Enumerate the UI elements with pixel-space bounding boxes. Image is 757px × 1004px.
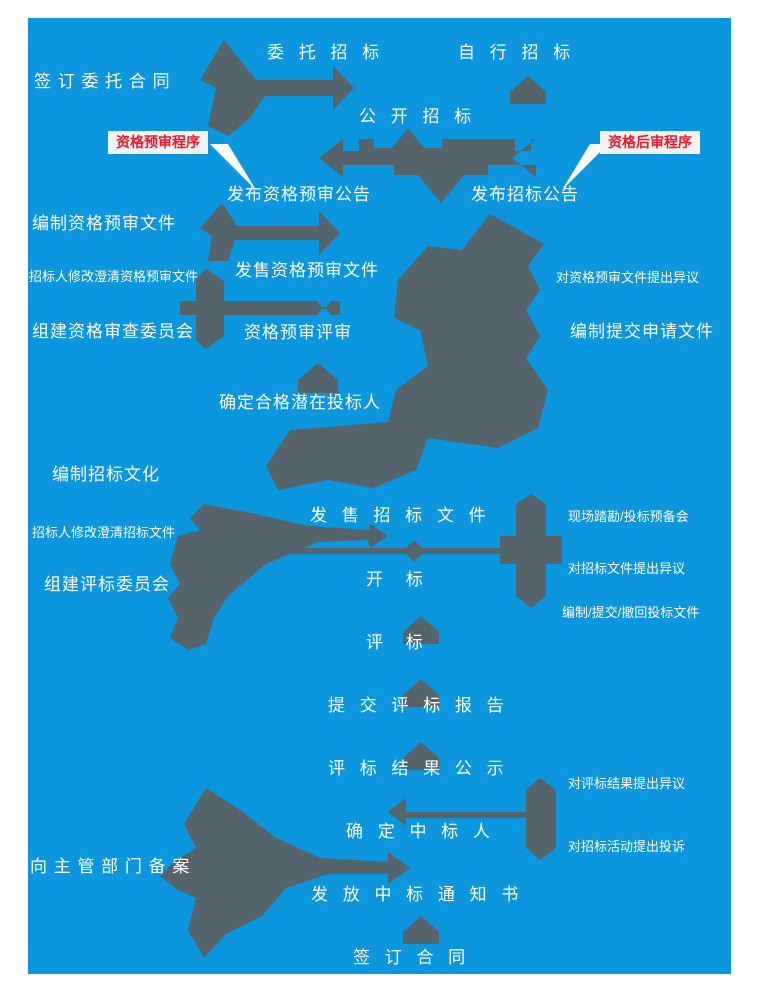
node-label-n06: 发售资格预审文件: [235, 261, 379, 280]
node-label-l02: 编制资格预审文件: [32, 214, 176, 233]
arrow-public-tender-branch: [319, 128, 536, 203]
arrow-to-qualified-bidders: [298, 363, 338, 393]
node-label-n04: 发布资格预审公告: [227, 185, 371, 204]
node-label-r03: 现场踏勘/投标预备会: [568, 509, 689, 524]
node-label-l05: 编制招标文化: [52, 465, 160, 484]
arrow-entrust-tender: [200, 40, 354, 136]
node-label-r06: 对评标结果提出异议: [568, 776, 686, 791]
arrow-notice-to-contract: [403, 916, 439, 944]
node-label-n11: 评 标: [366, 633, 432, 652]
node-label-n08: 确定合格潜在投标人: [219, 393, 381, 412]
arrow-prepare-bid-doc-blob: [168, 504, 388, 650]
arrow-prepare-prequal-doc: [200, 203, 340, 261]
arrow-report-to-announce: [403, 742, 439, 770]
node-label-r02: 编制提交申请文件: [570, 322, 714, 341]
node-label-n15: 发 放 中 标 通 知 书: [311, 885, 524, 904]
node-label-l06: 招标人修改澄清招标文件: [32, 525, 176, 540]
node-label-r01: 对资格预审文件提出异议: [556, 270, 700, 285]
callout-right-tail: [562, 144, 608, 190]
node-label-n13: 评 标 结 果 公 示: [328, 759, 509, 778]
node-label-l01: 签 订 委 托 合 同: [34, 72, 171, 91]
node-label-l04: 组建资格审查委员会: [32, 322, 194, 341]
flow-arrow-shapes: [160, 40, 562, 958]
node-label-n07: 资格预审评审: [244, 323, 352, 342]
node-label-r07: 对招标活动提出投诉: [568, 839, 686, 854]
node-label-n09: 发 售 招 标 文 件: [310, 506, 491, 525]
node-label-n05: 发布招标公告: [471, 185, 579, 204]
callout-left-tail: [210, 144, 256, 190]
arrow-objection-junction: [388, 778, 556, 860]
node-label-r04: 对招标文件提出异议: [568, 561, 686, 576]
arrow-bid-doc-to-opening: [224, 494, 562, 608]
node-label-n14: 确 定 中 标 人: [346, 822, 495, 841]
node-label-l07: 组建评标委员会: [44, 575, 170, 594]
node-label-n01: 委 托 招 标: [267, 43, 385, 62]
node-label-r05: 编制/提交/撤回投标文件: [562, 605, 700, 620]
node-label-l03: 招标人修改澄清资格预审文件: [29, 269, 199, 284]
arrow-post-qualification-blob: [266, 214, 548, 490]
node-label-n10: 开 标: [366, 570, 432, 589]
arrow-self-tender: [510, 76, 546, 104]
arrow-prequal-review-junction: [180, 269, 340, 349]
arrow-opening-to-evaluation: [403, 616, 439, 644]
arrow-evaluation-to-report: [403, 679, 439, 707]
flowchart-board: 委 托 招 标 自 行 招 标 公 开 招 标 发布资格预审公告 发布招标公告 …: [28, 18, 731, 974]
node-label-n12: 提 交 评 标 报 告: [328, 696, 509, 715]
node-label-n16: 签 订 合 同: [353, 948, 471, 967]
node-label-l08: 向 主 管 部 门 备 案: [30, 857, 191, 876]
arrow-file-to-authority: [160, 788, 410, 958]
node-label-n03: 公 开 招 标: [359, 107, 477, 126]
node-label-n02: 自 行 招 标: [458, 43, 576, 62]
callout-prequalification-procedure: 资格预审程序: [108, 131, 208, 154]
callout-postqualification-procedure: 资格后审程序: [600, 131, 700, 154]
